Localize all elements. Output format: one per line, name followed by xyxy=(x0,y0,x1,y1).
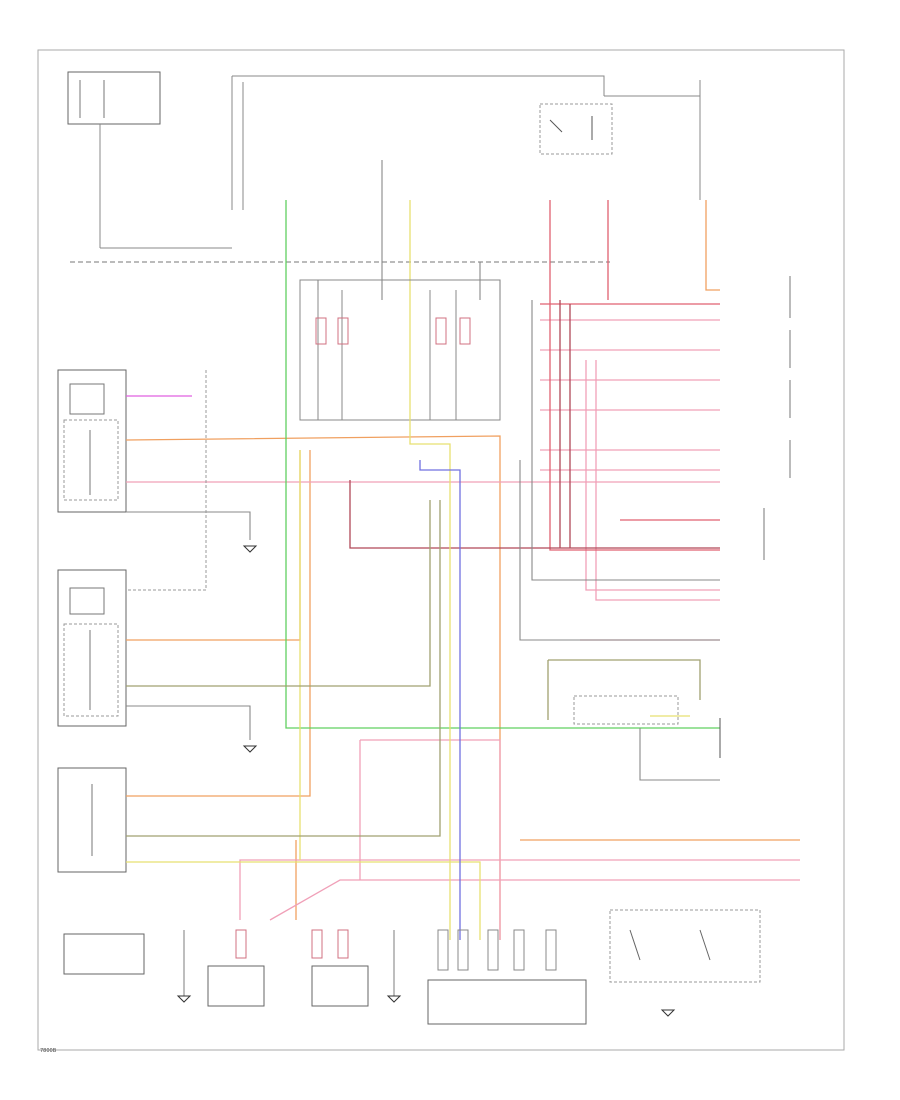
right-connectors xyxy=(763,276,791,560)
ground-symbols xyxy=(176,545,676,1017)
wire-green xyxy=(285,200,720,729)
left-front-motor xyxy=(207,929,265,1007)
relay-top xyxy=(539,103,613,155)
wire-red xyxy=(540,200,720,551)
right-front-motor xyxy=(311,929,369,1007)
wire-orange xyxy=(125,200,800,940)
page-label: 7800B xyxy=(40,1048,57,1054)
left-mirror-switch-upper xyxy=(57,369,127,513)
bottom-left-box xyxy=(63,933,145,975)
control-module xyxy=(427,929,587,1025)
fuse-box-top-left xyxy=(67,71,161,125)
left-mirror-switch-middle xyxy=(57,569,127,727)
wire-blue xyxy=(419,460,461,940)
dashed-internal-wires xyxy=(126,370,207,591)
wire-olive xyxy=(126,500,701,837)
wire-maroon xyxy=(349,300,720,549)
right-bottom-module xyxy=(609,909,761,983)
wire-gray xyxy=(126,160,720,996)
wire-yellow xyxy=(126,200,690,940)
left-mirror-switch-lower xyxy=(57,767,127,873)
top-bus xyxy=(99,75,701,249)
junction-rx xyxy=(573,695,721,758)
wire-pink xyxy=(126,319,800,940)
diagram-frame xyxy=(37,49,845,1051)
switch-cluster xyxy=(299,279,501,421)
